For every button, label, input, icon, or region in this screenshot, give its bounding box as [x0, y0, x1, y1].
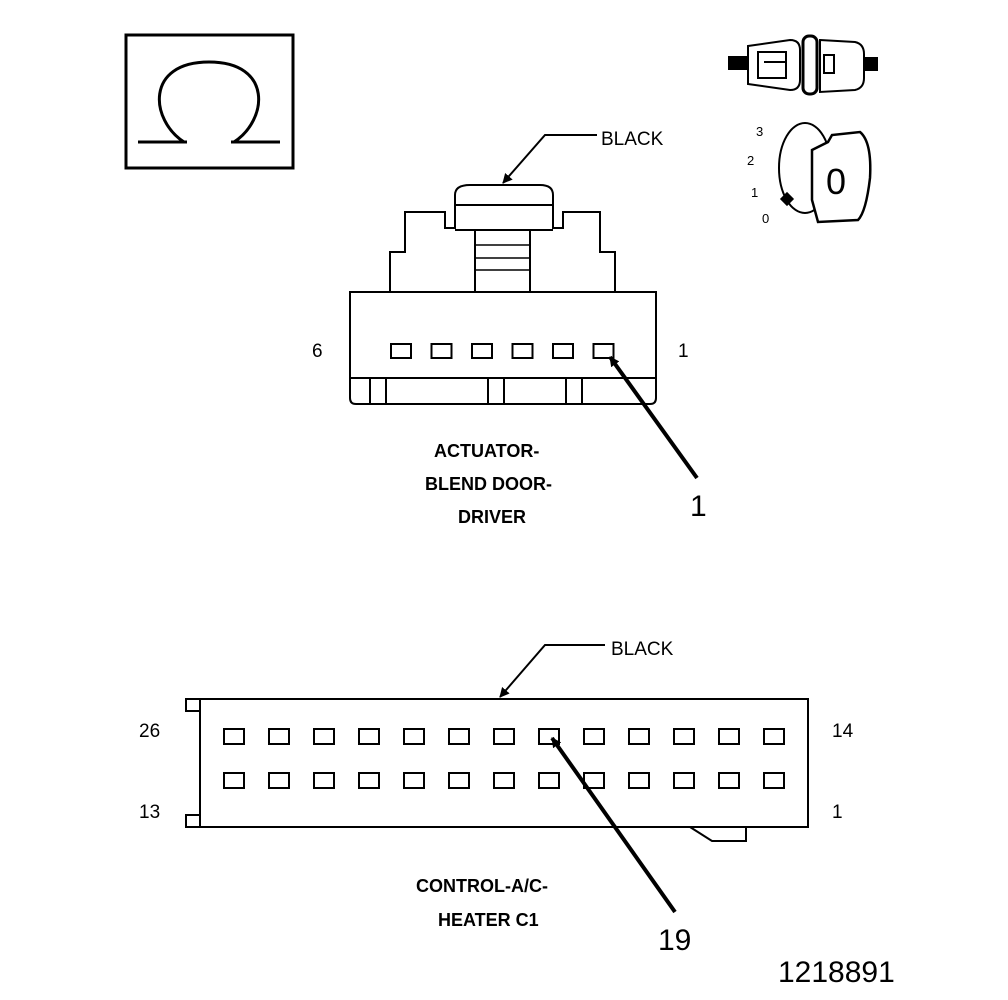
pin-cavity [448, 728, 470, 745]
bottom-pin-top-left-label: 26 [139, 721, 160, 742]
key-position-2: 2 [747, 153, 754, 168]
pin-cavity [268, 772, 290, 789]
bottom-pin-bottom-left-label: 13 [139, 802, 160, 823]
pin-cavity [673, 772, 695, 789]
pin-cavity [471, 343, 493, 359]
pin-cavity [313, 772, 335, 789]
pin-cavity [763, 728, 785, 745]
bottom-pin-bottom-right-label: 1 [832, 802, 843, 823]
top-pin-left-label: 6 [312, 341, 323, 362]
bottom-pin-top-right-label: 14 [832, 721, 854, 742]
top-connector-title-1: ACTUATOR- [434, 441, 539, 461]
key-label: 0 [826, 161, 846, 202]
pin-cavity [538, 772, 560, 789]
pin-cavity [493, 728, 515, 745]
pin-cavity [448, 772, 470, 789]
pin-cavity [493, 772, 515, 789]
top-pin-right-label: 1 [678, 341, 689, 362]
bottom-color-leader [499, 644, 605, 698]
pin-cavity [511, 343, 534, 359]
top-callout-number: 1 [690, 490, 707, 523]
figure-number: 1218891 [778, 956, 895, 989]
pin-cavity [552, 343, 574, 359]
pin-cavity [403, 772, 425, 789]
pin-cavity [223, 772, 245, 789]
top-color-leader [502, 134, 597, 184]
bottom-connector-title-2: HEATER C1 [438, 910, 539, 930]
pin-cavity [583, 728, 605, 745]
ohmmeter-omega-icon [124, 33, 295, 170]
bottom-color-label: BLACK [611, 639, 674, 660]
key-position-1: 1 [751, 185, 758, 200]
connector-unplugged-icon [728, 34, 878, 96]
bottom-connector-title-1: CONTROL-A/C- [416, 876, 548, 896]
top-color-label: BLACK [601, 129, 664, 150]
top-callout-arrow [608, 355, 699, 480]
pin-cavity [718, 772, 740, 789]
bottom-callout-arrow [550, 736, 677, 914]
top-connector-title-2: BLEND DOOR- [425, 474, 552, 494]
pin-cavity [403, 728, 425, 745]
pin-cavity [673, 728, 695, 745]
pin-cavity [313, 728, 335, 745]
key-position-0: 0 [762, 211, 769, 226]
control-ac-heater-connector [185, 698, 809, 842]
pin-cavity [628, 772, 650, 789]
pin-cavity [592, 343, 615, 359]
pin-cavity [718, 728, 740, 745]
pin-cavity [763, 772, 785, 789]
pin-cavity [628, 728, 650, 745]
bottom-callout-number: 19 [658, 924, 691, 957]
top-connector-title-3: DRIVER [458, 507, 526, 527]
pin-cavity [430, 343, 453, 359]
pin-cavity [358, 772, 380, 789]
actuator-connector [349, 184, 657, 405]
pin-cavity [358, 728, 380, 745]
key-position-3: 3 [756, 124, 763, 139]
pin-cavity [268, 728, 290, 745]
pin-cavity [223, 728, 245, 745]
ignition-key-icon: 3 2 1 0 0 [747, 122, 872, 226]
pin-cavity [390, 343, 412, 359]
